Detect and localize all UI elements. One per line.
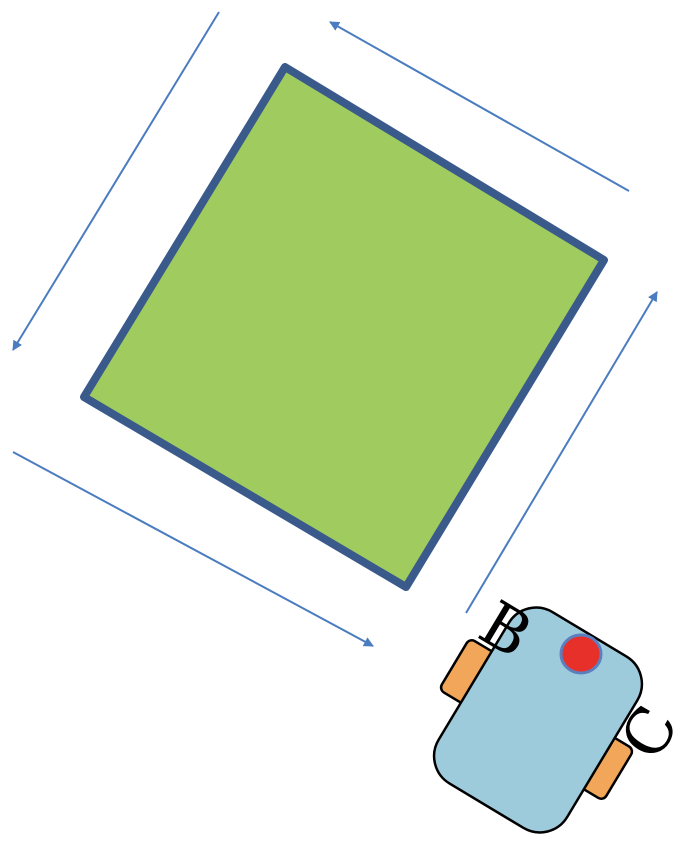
arrow-up-right-icon bbox=[465, 291, 658, 614]
arrow-up-left-icon bbox=[329, 21, 630, 192]
robot: B C bbox=[432, 586, 684, 834]
color-sensor bbox=[559, 633, 603, 675]
arrow-down-right-icon bbox=[12, 451, 374, 647]
direction-arrows bbox=[12, 11, 658, 647]
arrow-down-left-icon bbox=[12, 11, 220, 351]
square-field bbox=[80, 63, 608, 591]
